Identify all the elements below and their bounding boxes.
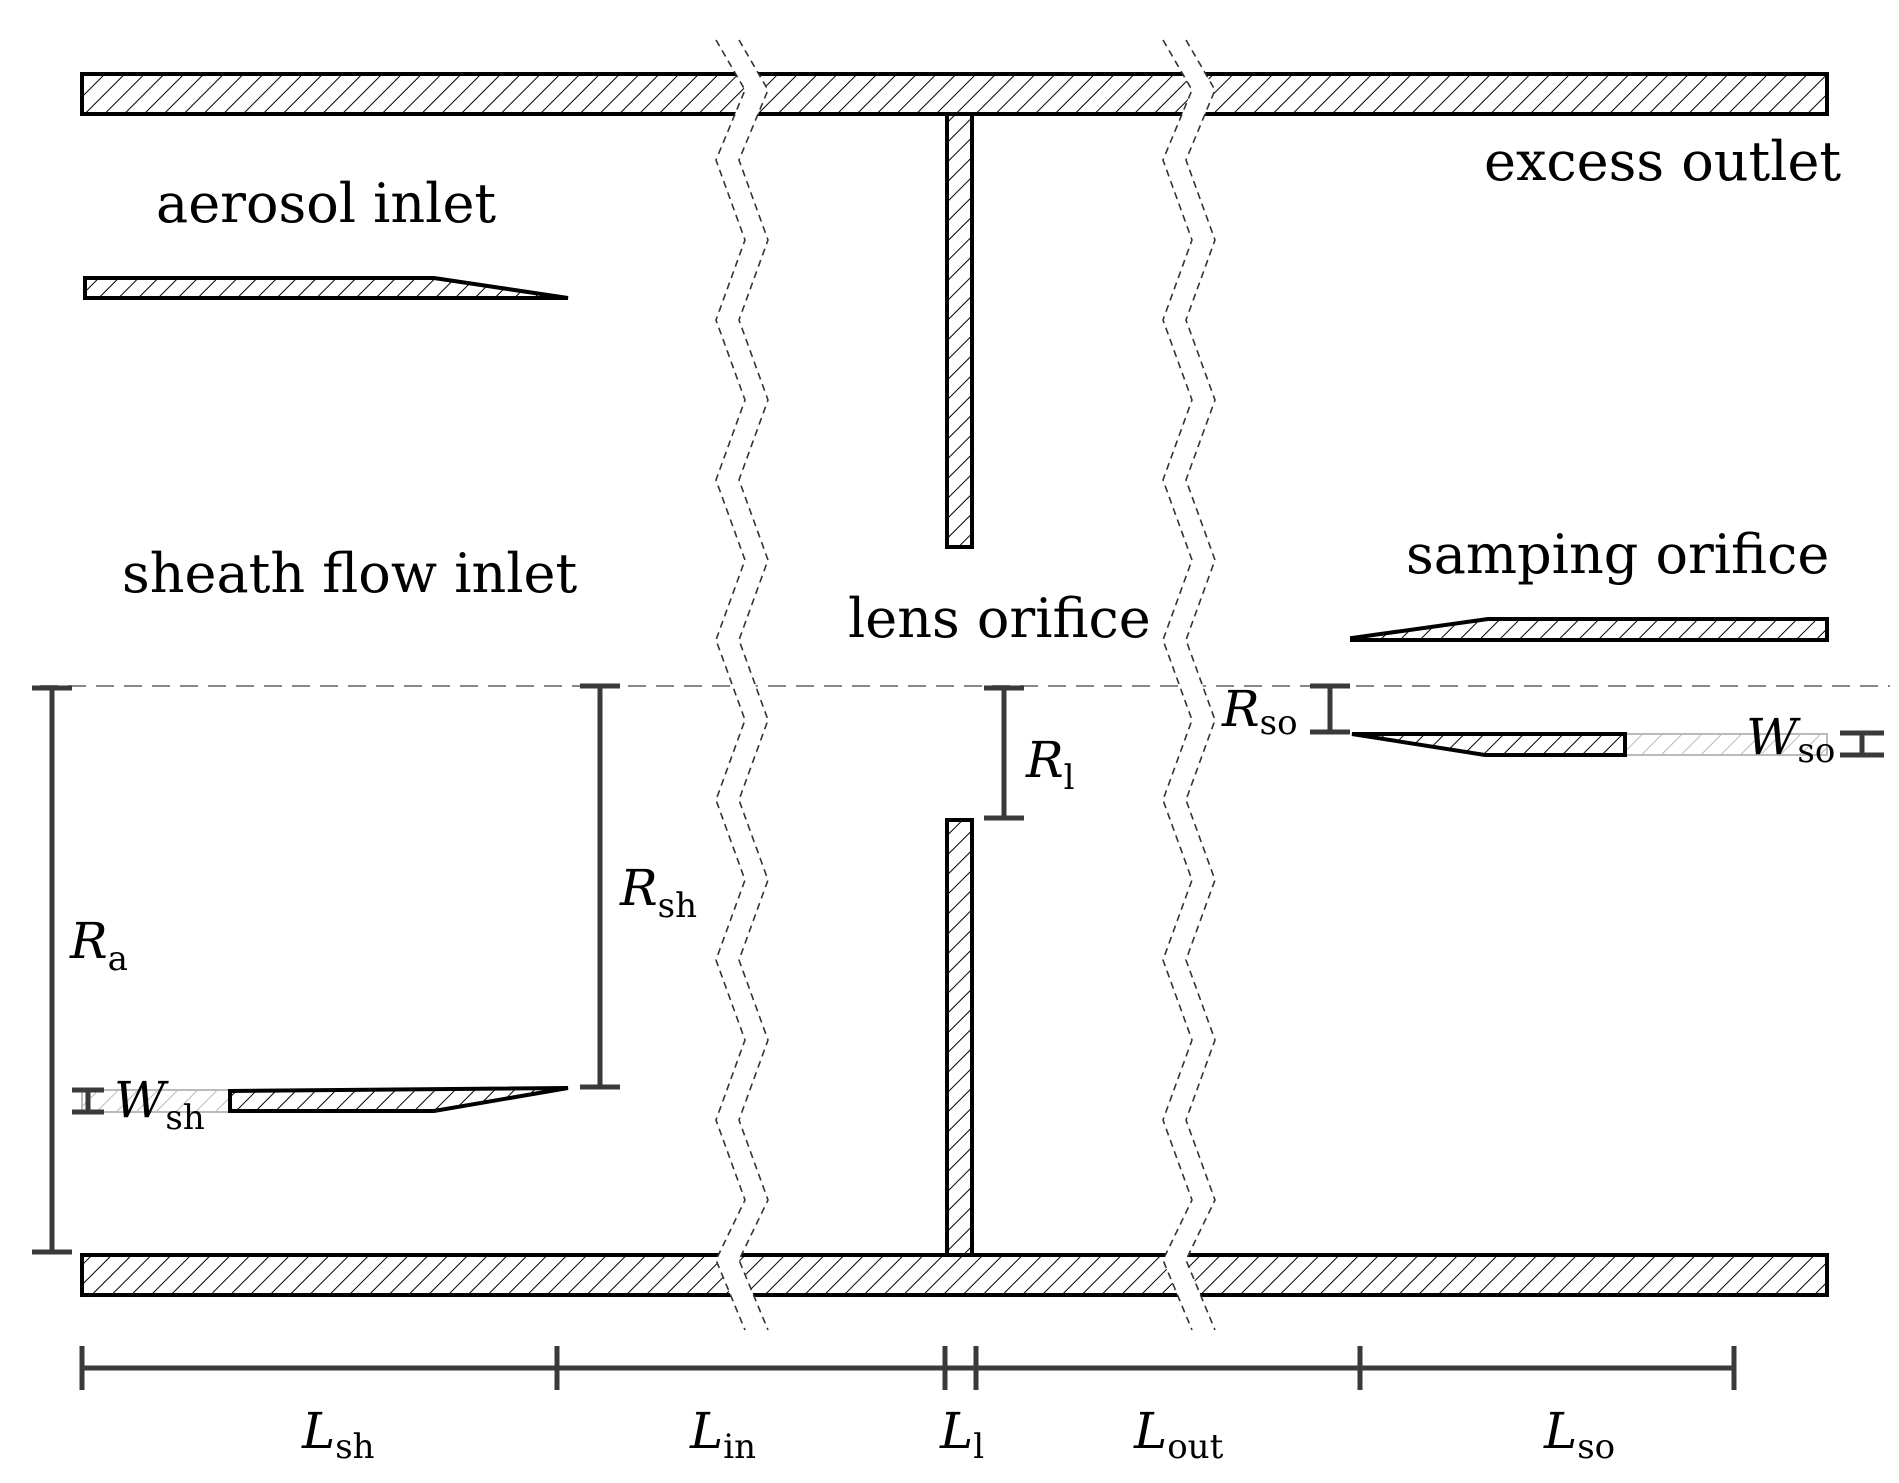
symbol-L-so: Lso: [1543, 1402, 1615, 1467]
symbol-W-sh: Wsh: [114, 1071, 205, 1138]
aerosol-inlet-tube: [83, 276, 569, 300]
dimension-W-so: [1840, 730, 1884, 758]
dimension-R-sh: [580, 683, 620, 1090]
symbol-L-l: Ll: [939, 1402, 984, 1467]
sampling-orifice-lower-tube: [1351, 732, 1627, 757]
symbol-R-l: Rl: [1025, 731, 1075, 798]
label-excess-outlet: excess outlet: [1484, 130, 1841, 193]
lens-orifice-lower-plate: [945, 818, 974, 1257]
dimension-R-l: [984, 685, 1024, 821]
symbol-L-in: Lin: [689, 1402, 756, 1467]
symbol-L-sh: Lsh: [301, 1402, 375, 1467]
dimension-R-so: [1310, 683, 1350, 735]
symbol-L-out: Lout: [1133, 1402, 1224, 1467]
break-line-left-b: [738, 39, 769, 1331]
symbol-R-a: Ra: [69, 912, 128, 979]
break-gap-right: [1163, 40, 1215, 1330]
break-line-right-b: [1185, 39, 1216, 1331]
symbol-W-so: Wso: [1746, 708, 1835, 771]
dimension-R-a: [32, 685, 72, 1255]
top-outer-wall: [80, 72, 1829, 116]
sampling-orifice-upper-tube: [1350, 617, 1829, 642]
break-line-left-a: [715, 39, 746, 1331]
break-gap-left: [716, 40, 768, 1330]
length-dimension-line: [79, 1346, 1737, 1390]
label-sheath-flow-inlet: sheath flow inlet: [122, 542, 577, 605]
label-lens-orifice: lens orifice: [848, 587, 1151, 650]
break-line-right-a: [1162, 39, 1193, 1331]
label-sampling-orifice: samping orifice: [1406, 523, 1829, 586]
sheath-flow-inlet-tube: [228, 1086, 569, 1113]
bottom-outer-wall: [80, 1253, 1829, 1297]
symbol-R-so: Rso: [1221, 680, 1298, 743]
dimension-W-sh: [72, 1087, 104, 1115]
label-aerosol-inlet: aerosol inlet: [156, 172, 496, 235]
symbol-R-sh: Rsh: [619, 859, 697, 926]
lens-orifice-upper-plate: [945, 112, 974, 549]
